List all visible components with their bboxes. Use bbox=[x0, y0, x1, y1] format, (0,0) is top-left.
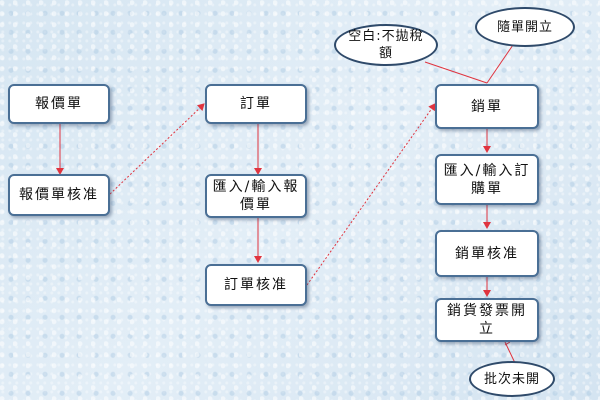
dashed-arrow-order-approve-to-sales bbox=[306, 103, 436, 286]
node-quote: 報價單 bbox=[8, 84, 110, 124]
dashed-arrow-approve-to-order bbox=[109, 103, 205, 195]
note-with-order-label: 隨單開立 bbox=[496, 19, 553, 35]
node-order-approve: 訂單核准 bbox=[205, 264, 307, 306]
node-sales-approve: 銷單核准 bbox=[435, 230, 539, 277]
node-quote-approve: 報價單核准 bbox=[8, 174, 110, 216]
node-sales: 銷單 bbox=[435, 84, 539, 129]
node-quote-approve-label: 報價單核准 bbox=[19, 187, 99, 203]
node-import-quote-label: 匯入/輸入報價單 bbox=[212, 179, 300, 213]
note-blank: 空白:不拋稅額 bbox=[334, 24, 438, 66]
node-order-approve-label: 訂單核准 bbox=[224, 277, 288, 293]
node-quote-label: 報價單 bbox=[35, 96, 83, 112]
note-line-blank bbox=[424, 61, 488, 84]
node-import-purchase: 匯入/輸入訂購單 bbox=[435, 154, 539, 205]
note-line-batch-2 bbox=[504, 341, 516, 364]
note-blank-label: 空白:不拋稅額 bbox=[348, 29, 424, 61]
node-order-label: 訂單 bbox=[240, 96, 272, 112]
node-invoice-label: 銷貨發票開立 bbox=[447, 303, 527, 337]
node-invoice: 銷貨發票開立 bbox=[435, 298, 539, 342]
node-sales-approve-label: 銷單核准 bbox=[455, 245, 519, 262]
note-batch-label: 批次未開 bbox=[483, 371, 540, 387]
note-batch: 批次未開 bbox=[469, 361, 555, 397]
node-sales-label: 銷單 bbox=[471, 98, 503, 115]
note-line-with-order bbox=[486, 41, 516, 84]
node-import-quote: 匯入/輸入報價單 bbox=[205, 174, 307, 218]
node-order: 訂單 bbox=[205, 84, 307, 124]
note-with-order: 隨單開立 bbox=[475, 7, 575, 47]
node-import-purchase-label: 匯入/輸入訂購單 bbox=[443, 162, 531, 197]
